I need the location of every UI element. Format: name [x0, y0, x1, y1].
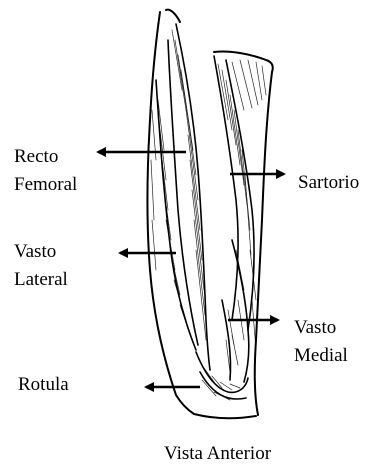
- figure-caption: Vista Anterior: [164, 442, 271, 466]
- label-recto-femoral-line2: Femoral: [14, 173, 77, 197]
- label-vasto-lateral-line1: Vasto: [14, 240, 56, 264]
- label-vasto-medial-line2: Medial: [294, 344, 348, 368]
- label-recto-femoral-line1: Recto: [14, 145, 58, 169]
- label-rotula: Rotula: [18, 373, 69, 397]
- label-vasto-medial-line1: Vasto: [294, 316, 336, 340]
- muscle-boundaries: [156, 24, 254, 399]
- label-vasto-lateral-line2: Lateral: [14, 268, 68, 292]
- label-sartorio: Sartorio: [298, 171, 359, 195]
